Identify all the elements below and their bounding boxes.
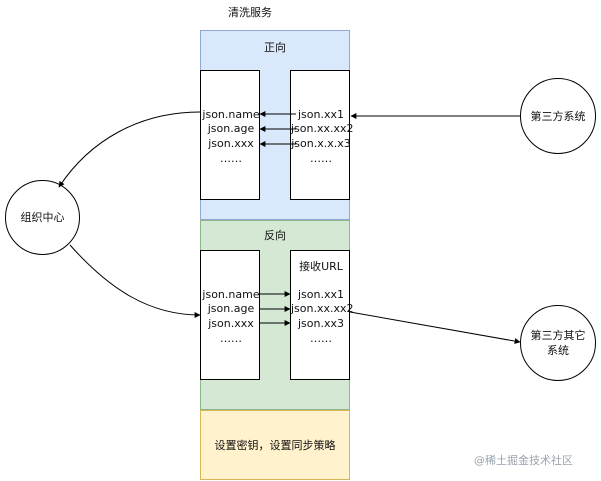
watermark: @稀土掘金技术社区 <box>474 454 573 467</box>
forward-right-box: json.xx1 json.xx.xx2 json.x.x.x3 …… <box>290 70 354 200</box>
forward-left-field: json.xxx <box>208 137 254 150</box>
reverse-right-box: 接收URL json.xx1 json.xx.xx2 json.xx3 …… <box>290 250 354 380</box>
reverse-right-field: …… <box>310 332 332 345</box>
reverse-right-field: json.xx.xx2 <box>291 302 354 315</box>
reverse-label: 反向 <box>264 229 286 242</box>
org-center-node: 组织中心 <box>5 180 80 255</box>
diagram-title: 清洗服务 <box>228 6 272 19</box>
reverse-url-header: 接收URL <box>299 260 343 273</box>
forward-left-field: json.age <box>207 122 255 135</box>
reverse-left-field: json.age <box>207 302 255 315</box>
forward-right-field: json.xx1 <box>297 108 344 121</box>
settings-panel: 设置密钥，设置同步策略 <box>200 410 350 480</box>
arrow-reverse-to-third-party-other <box>349 311 521 345</box>
forward-right-field: …… <box>310 152 332 165</box>
forward-left-box: json.name json.age json.xxx …… <box>200 70 260 200</box>
third-party-label: 第三方系统 <box>530 109 586 123</box>
settings-label: 设置密钥，设置同步策略 <box>214 439 336 452</box>
third-party-other-node: 第三方其它系统 <box>520 305 596 381</box>
arrow-org-center-to-reverse <box>69 244 201 318</box>
forward-right-field: json.x.x.x3 <box>291 137 351 150</box>
forward-right-field: json.xx.xx2 <box>291 122 354 135</box>
reverse-left-field: json.xxx <box>208 317 254 330</box>
reverse-left-field: json.name <box>202 288 260 301</box>
forward-left-field: …… <box>220 152 242 165</box>
org-center-label: 组织中心 <box>20 211 65 224</box>
forward-left-field: json.name <box>202 108 260 121</box>
forward-label: 正向 <box>264 41 286 54</box>
third-party-node: 第三方系统 <box>520 78 596 154</box>
reverse-left-box: json.name json.age json.xxx …… <box>200 250 260 380</box>
third-party-other-label: 第三方其它系统 <box>530 329 586 357</box>
reverse-left-field: …… <box>220 332 242 345</box>
reverse-right-field: json.xx1 <box>297 288 344 301</box>
arrow-forward-to-org-center <box>58 111 201 188</box>
reverse-right-field: json.xx3 <box>297 317 344 330</box>
